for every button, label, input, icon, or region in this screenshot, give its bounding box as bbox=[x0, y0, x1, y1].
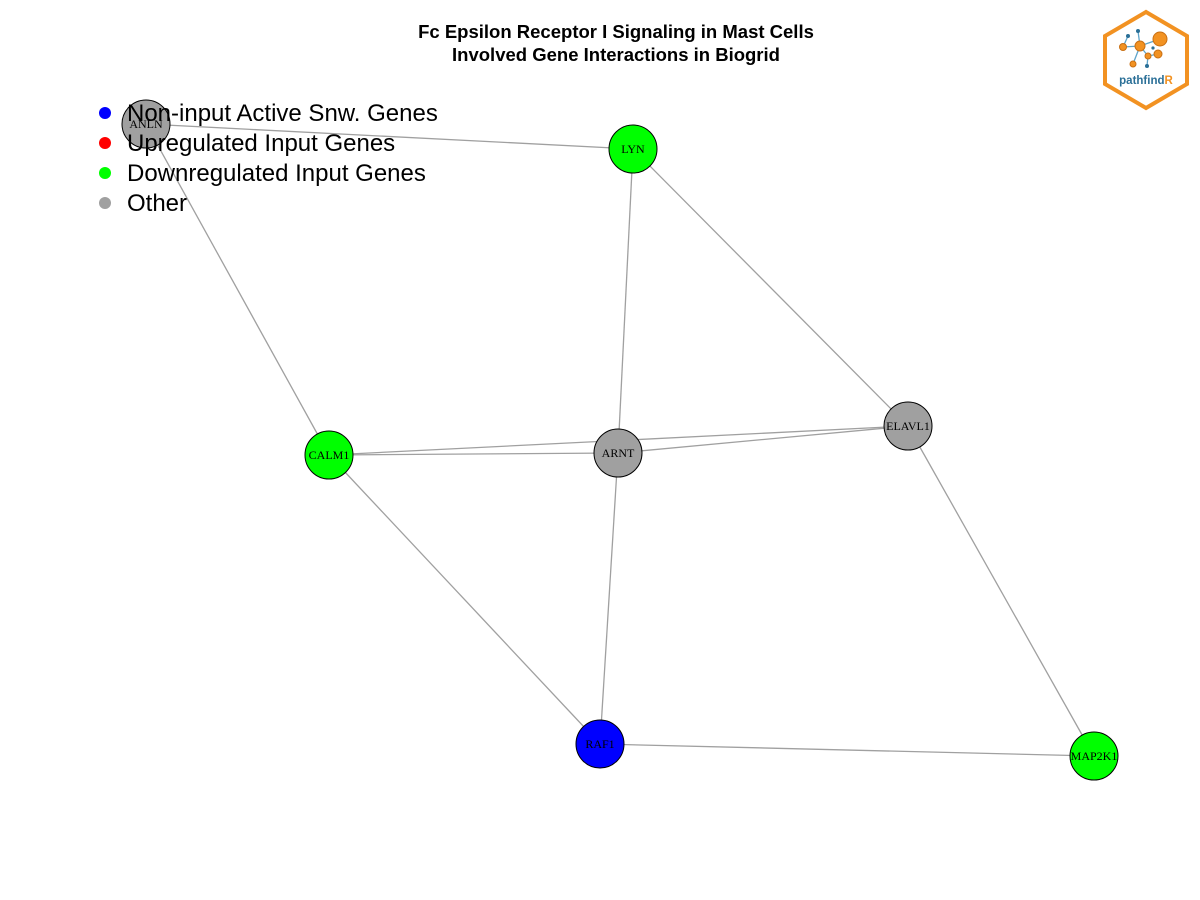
node-circle bbox=[593, 428, 643, 478]
node-label: ARNT bbox=[602, 446, 635, 460]
node-elavl1[interactable]: ELAVL1 bbox=[883, 401, 933, 451]
node-circle bbox=[883, 401, 933, 451]
node-label: ELAVL1 bbox=[886, 419, 930, 433]
node-circle bbox=[1069, 731, 1119, 781]
legend-label: Downregulated Input Genes bbox=[127, 160, 426, 187]
node-label: LYN bbox=[621, 142, 645, 156]
legend-label: Non-input Active Snw. Genes bbox=[127, 100, 438, 127]
node-label: RAF1 bbox=[585, 737, 614, 751]
logo-text-accent: R bbox=[1165, 75, 1174, 87]
node-label: MAP2K1 bbox=[1071, 749, 1118, 763]
logo-text-main: pathfind bbox=[1119, 75, 1164, 87]
node-circle bbox=[608, 124, 658, 174]
edge-raf1-map2k1 bbox=[599, 743, 1095, 757]
node-arnt[interactable]: ARNT bbox=[593, 428, 643, 478]
chart-title: Fc Epsilon Receptor I Signaling in Mast … bbox=[0, 20, 1200, 66]
node-lyn[interactable]: LYN bbox=[608, 124, 658, 174]
edge-elavl1-map2k1 bbox=[907, 425, 1095, 757]
node-label: CALM1 bbox=[309, 448, 350, 462]
legend-dot bbox=[99, 197, 111, 209]
title-line-1: Fc Epsilon Receptor I Signaling in Mast … bbox=[418, 21, 814, 42]
legend-dot bbox=[99, 137, 111, 149]
logo-hexagon-outline bbox=[1103, 9, 1189, 111]
legend-label: Upregulated Input Genes bbox=[127, 130, 396, 157]
node-circle bbox=[121, 99, 171, 149]
logo-text: pathfindR bbox=[1119, 75, 1173, 87]
edge-calm1-raf1 bbox=[328, 454, 601, 745]
legend-dot bbox=[99, 107, 111, 119]
node-calm1[interactable]: CALM1 bbox=[304, 430, 354, 480]
logo-network-nodes bbox=[1119, 29, 1168, 68]
node-map2k1[interactable]: MAP2K1 bbox=[1069, 731, 1119, 781]
node-circle bbox=[304, 430, 354, 480]
edge-calm1-arnt bbox=[328, 452, 619, 456]
title-line-2: Involved Gene Interactions in Biogrid bbox=[452, 44, 780, 65]
edge-arnt-elavl1 bbox=[617, 425, 909, 454]
edge-lyn-elavl1 bbox=[632, 148, 909, 427]
node-raf1[interactable]: RAF1 bbox=[575, 719, 625, 769]
node-circle bbox=[575, 719, 625, 769]
edge-anln-lyn bbox=[145, 123, 634, 150]
legend-dot bbox=[99, 167, 111, 179]
node-anln[interactable]: ANLN bbox=[121, 99, 171, 149]
legend-label: Other bbox=[127, 190, 188, 217]
node-label: ANLN bbox=[129, 117, 163, 131]
edge-arnt-raf1 bbox=[599, 452, 619, 745]
edge-lyn-arnt bbox=[617, 148, 634, 454]
pathfindr-logo: pathfindR bbox=[1103, 9, 1189, 111]
edge-anln-calm1 bbox=[145, 123, 330, 456]
